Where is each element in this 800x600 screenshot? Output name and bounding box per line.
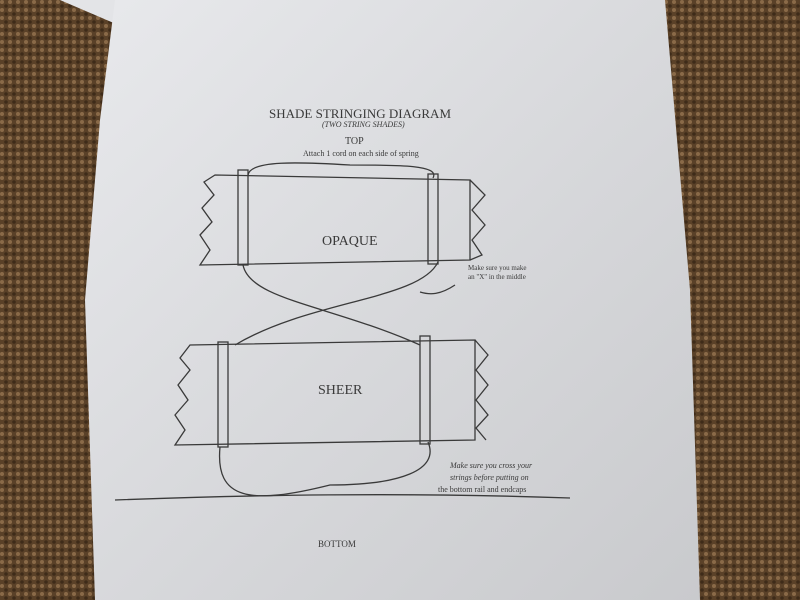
sheer-label: SHEER <box>318 383 363 398</box>
sheer-right-rail <box>419 335 431 445</box>
sheer-shade-outline <box>173 339 476 446</box>
bottom-label: BOTTOM <box>318 539 356 549</box>
paper-sheet <box>85 0 700 600</box>
diagram-drawing <box>114 162 571 501</box>
cross-note-line-3: the bottom rail and endcaps <box>438 485 527 494</box>
cross-note-line-2: strings before putting on <box>450 473 529 482</box>
top-label: TOP <box>345 136 364 147</box>
opaque-shade-outline <box>198 174 471 266</box>
string-x-1 <box>234 261 439 346</box>
title-text: SHADE STRINGING DIAGRAM <box>269 106 451 121</box>
sheer-left-rail <box>217 341 229 448</box>
opaque-label: OPAQUE <box>322 234 378 249</box>
cross-note-line-1: Make sure you cross your <box>450 461 533 470</box>
bottom-line <box>114 494 571 501</box>
middle-note-line-1: Make sure you make <box>468 264 527 272</box>
opaque-left-edge <box>469 179 486 261</box>
arrow-middle <box>419 284 456 295</box>
string-bottom-loop <box>218 441 431 497</box>
middle-note-line-2: an "X" in the middle <box>468 273 526 281</box>
sheer-right-edge <box>474 339 489 441</box>
attach-note: Attach 1 cord on each side of spring <box>303 149 419 158</box>
diagram-subtitle: (TWO STRING SHADES) <box>322 120 405 129</box>
string-top-loop <box>247 162 435 179</box>
